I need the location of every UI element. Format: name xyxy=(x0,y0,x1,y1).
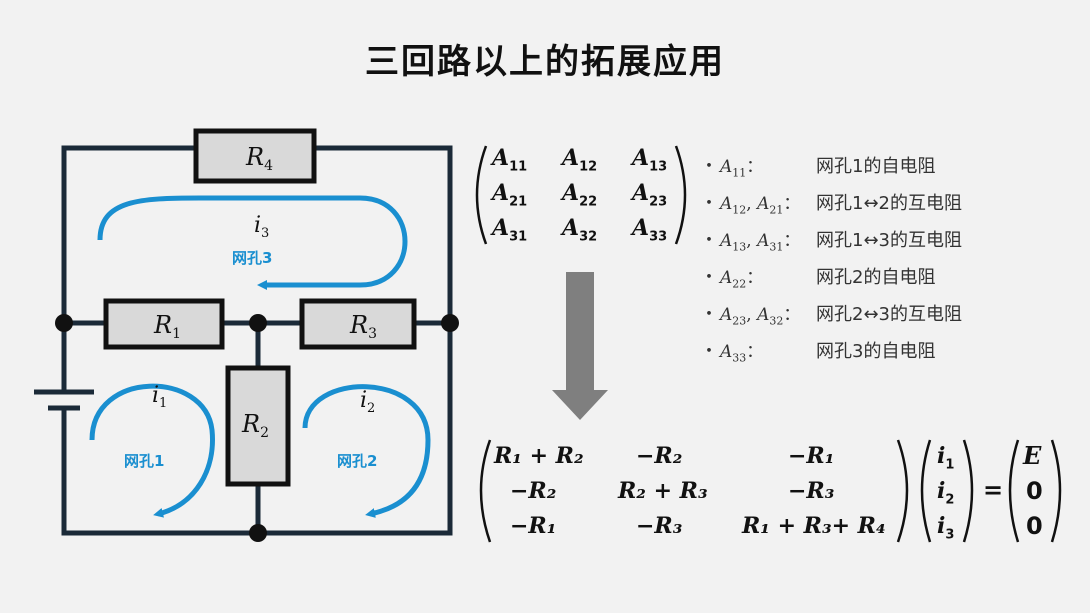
matrix-a-cell: A23 xyxy=(632,180,668,210)
equation-brackets xyxy=(479,439,1062,543)
mesh1-label: 网孔1 xyxy=(124,452,164,470)
current-vector-item: i1 xyxy=(937,443,955,473)
resistor-r3 xyxy=(299,298,417,350)
rhs-item: 0 xyxy=(1026,512,1043,540)
equation-cell: −R₃ xyxy=(788,478,835,504)
equation-cell: R₁ + R₃+ R₄ xyxy=(742,513,886,539)
matrix-a-brackets xyxy=(475,145,687,245)
mesh3-loop xyxy=(97,195,408,290)
node-right xyxy=(441,314,459,332)
current-i2: i2 xyxy=(360,388,375,416)
matrix-a-cell: A21 xyxy=(492,180,528,210)
mesh3-label: 网孔3 xyxy=(232,249,272,267)
matrix-a-cell: A31 xyxy=(492,215,528,245)
equation-cell: −R₁ xyxy=(510,513,557,539)
mesh-loops xyxy=(89,195,431,518)
mesh2-loop xyxy=(302,384,431,518)
matrix-a-cell: A22 xyxy=(562,180,598,210)
page-title: 三回路以上的拓展应用 xyxy=(365,42,725,82)
equation-cell: −R₃ xyxy=(636,513,683,539)
label-r3: R3 xyxy=(349,311,377,342)
current-i1: i1 xyxy=(152,383,167,411)
node-left xyxy=(55,314,73,332)
mesh2-label: 网孔2 xyxy=(337,452,377,470)
equation-cell: −R₂ xyxy=(510,478,557,504)
matrix-a-cell: A33 xyxy=(632,215,668,245)
label-r4: R4 xyxy=(245,143,273,174)
resistor-r4 xyxy=(193,128,317,184)
current-vector-item: i3 xyxy=(937,513,955,543)
matrix-a-cell: A32 xyxy=(562,215,598,245)
equation-cell: −R₁ xyxy=(788,443,835,469)
equation-cell: −R₂ xyxy=(636,443,683,469)
current-i3: i3 xyxy=(254,213,269,241)
label-r2: R2 xyxy=(241,410,269,441)
equation-cell: R₂ + R₃ xyxy=(618,478,708,504)
equation-cell: R₁ + R₂ xyxy=(494,443,584,469)
resistor-r1 xyxy=(103,298,225,350)
equals-sign: = xyxy=(983,476,1004,504)
current-vector-item: i2 xyxy=(937,478,955,508)
node-bottom xyxy=(249,524,267,542)
down-arrow xyxy=(552,272,608,420)
label-r1: R1 xyxy=(153,311,181,342)
battery-symbol xyxy=(34,389,94,411)
resistor-r2 xyxy=(225,365,291,487)
matrix-a-cell: A11 xyxy=(492,145,528,175)
rhs-item: 0 xyxy=(1026,477,1043,505)
matrix-a-cell: A12 xyxy=(562,145,598,175)
matrix-a-cell: A13 xyxy=(632,145,668,175)
mesh1-loop xyxy=(89,383,215,518)
rhs-item: E xyxy=(1023,441,1042,470)
node-middle xyxy=(249,314,267,332)
